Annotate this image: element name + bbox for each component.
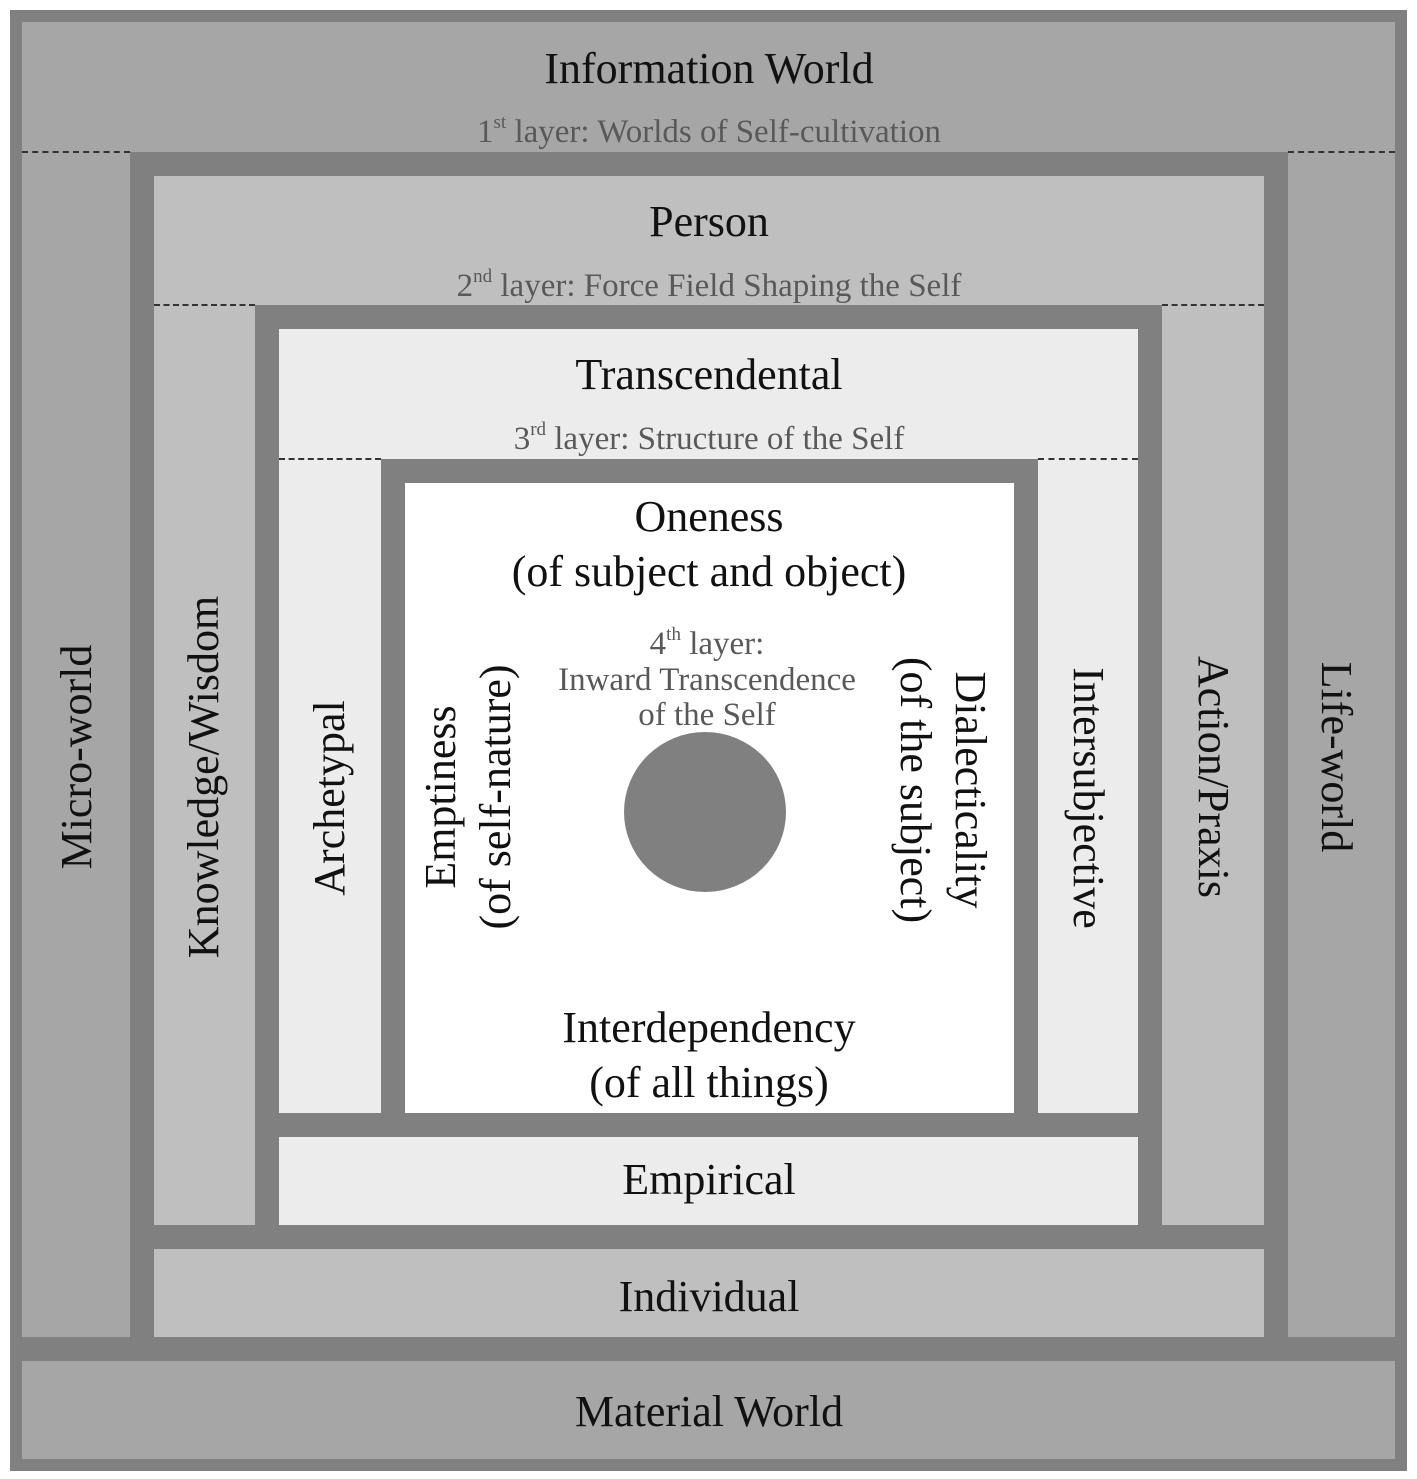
layer1-subtitle: 1st layer: Worlds of Self-cultivation	[477, 113, 941, 150]
layer3-subtitle-text: layer: Structure of the Self	[546, 421, 905, 457]
layer2-subtitle: 2nd layer: Force Field Shaping the Self	[456, 267, 962, 304]
action-praxis-band	[1162, 305, 1264, 1225]
layer3-ordinal: 3	[513, 421, 531, 457]
dashed-divider	[1288, 151, 1395, 153]
individual-label: Individual	[618, 1272, 800, 1321]
dashed-divider	[154, 304, 255, 306]
micro-world-label: Micro-world	[52, 644, 101, 870]
archetypal-band	[279, 459, 381, 1113]
life-world-label: Life-world	[1312, 661, 1361, 853]
layer2-ordinal: 2	[456, 268, 474, 304]
interdependency-line2: (of all things)	[589, 1058, 829, 1107]
layer4-subtitle-line2: Inward Transcendence	[558, 661, 856, 698]
layer2-ordinal-suffix: nd	[473, 266, 493, 287]
person-band	[154, 176, 1264, 305]
life-world-band	[1288, 152, 1395, 1337]
dialecticality-label: Dialecticality (of the subject)	[888, 657, 998, 923]
dashed-divider	[22, 151, 130, 153]
oneness-label: Oneness (of subject and object)	[512, 489, 907, 599]
interdependency-line1: Interdependency	[562, 1003, 856, 1052]
knowledge-wisdom-band	[154, 305, 255, 1225]
emptiness-label: Emptiness (of self-nature)	[413, 664, 523, 929]
layer2-subtitle-text: layer: Force Field Shaping the Self	[492, 268, 962, 304]
material-world-label: Material World	[574, 1387, 844, 1436]
emptiness-line2: (of self-nature)	[471, 664, 520, 930]
action-praxis-label: Action/Praxis	[1189, 656, 1238, 898]
layer3-ordinal-suffix: rd	[530, 419, 547, 440]
oneness-line1: Oneness	[634, 492, 784, 541]
intersubjective-band	[1038, 459, 1138, 1113]
layer4-subtitle: 4th layer: Inward Transcendence of the S…	[558, 624, 856, 734]
interdependency-label: Interdependency (of all things)	[562, 1000, 855, 1110]
dashed-divider	[1162, 304, 1264, 306]
transcendental-label: Transcendental	[575, 350, 843, 399]
layer1-ordinal-suffix: st	[493, 112, 507, 133]
layer4-subtitle-line3: of the Self	[638, 697, 776, 734]
dialecticality-line1: Dialecticality	[946, 671, 995, 909]
layer4-subtitle-rest: layer:	[680, 626, 765, 662]
individual-band	[154, 1249, 1264, 1337]
layer4-ordinal-suffix: th	[666, 624, 681, 645]
layer3-subtitle: 3rd layer: Structure of the Self	[513, 420, 905, 457]
micro-world-band	[22, 152, 130, 1337]
empirical-label: Empirical	[622, 1155, 796, 1204]
emptiness-line1: Emptiness	[416, 705, 465, 889]
person-label: Person	[649, 197, 769, 246]
knowledge-wisdom-label: Knowledge/Wisdom	[179, 595, 228, 959]
material-world-band	[22, 1361, 1395, 1459]
information-world-band	[22, 22, 1395, 152]
dialecticality-line2: (of the subject)	[891, 656, 940, 924]
layer1-subtitle-text: layer: Worlds of Self-cultivation	[506, 114, 941, 150]
center-dot	[624, 732, 786, 892]
empirical-band	[279, 1137, 1138, 1225]
oneness-line2: (of subject and object)	[511, 547, 907, 596]
information-world-label: Information World	[544, 44, 874, 93]
layer1-ordinal: 1	[477, 114, 494, 150]
transcendental-band	[279, 329, 1138, 459]
layer4-subtitle-line1: 4th layer:	[558, 624, 856, 663]
center-dot-icon	[624, 732, 786, 892]
archetypal-label: Archetypal	[305, 700, 354, 896]
dashed-divider	[279, 458, 381, 460]
layer4-ordinal: 4	[649, 626, 667, 662]
intersubjective-label: Intersubjective	[1064, 667, 1113, 929]
dashed-divider	[1038, 458, 1138, 460]
